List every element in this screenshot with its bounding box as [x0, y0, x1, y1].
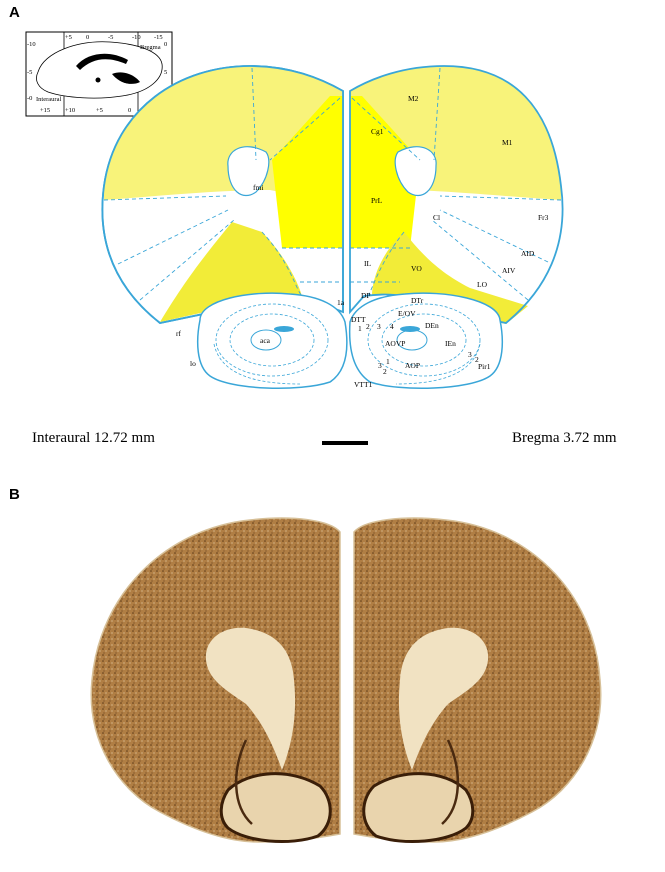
inset-top-tick-3: -10	[132, 34, 141, 41]
inset-interaural-label: Interaural	[36, 96, 61, 103]
layer-number-6: 2	[383, 367, 387, 376]
layer-number-5: 1	[386, 357, 390, 366]
label-fmi: fmi	[253, 183, 263, 192]
label-AIV: AIV	[502, 266, 516, 275]
layer-number-9: 2	[475, 355, 479, 364]
label-VO: VO	[411, 264, 422, 273]
inset-dot	[96, 78, 101, 83]
layer-number-7: 3	[378, 361, 382, 370]
caption-interaural: Interaural 12.72 mm	[32, 430, 155, 447]
atlas-section: M2 M1 Cg1 PrL fmi Cl Fr3 AID AIV IL VO L…	[102, 66, 562, 389]
inset-bottom-tick-2: +5	[96, 107, 103, 114]
label-aca: aca	[260, 336, 271, 345]
label-lo: lo	[190, 359, 196, 368]
inset-right-tick-1: 5	[164, 69, 167, 76]
label-PrL: PrL	[371, 196, 383, 205]
label-M2: M2	[408, 94, 419, 103]
inset-left-tick-2: -0	[27, 95, 32, 102]
label-Cl: Cl	[433, 213, 440, 222]
label-VTT1: VTT1	[354, 380, 373, 389]
layer-number-3: 3	[377, 322, 381, 331]
left-aca-blue	[274, 326, 294, 332]
layer-number-4: 4	[390, 322, 394, 331]
label-DP: DP	[361, 291, 371, 300]
inset-top-tick-1: 0	[86, 34, 89, 41]
right-aca-blue	[400, 326, 420, 332]
label-AID: AID	[521, 249, 535, 258]
label-IEn: IEn	[445, 339, 456, 348]
label-Fr3: Fr3	[538, 213, 549, 222]
label-Pir1: Pir1	[478, 362, 491, 371]
inset-right-tick-0: 0	[164, 41, 167, 48]
label-M1: M1	[502, 138, 513, 147]
inset-left-tick-1: -5	[27, 69, 32, 76]
label-DEn: DEn	[425, 321, 439, 330]
inset-top-tick-4: -15	[154, 34, 163, 41]
label-rf: rf	[176, 329, 181, 338]
layer-number-10: 1a	[337, 298, 345, 307]
label-IL: IL	[364, 259, 371, 268]
inset-bottom-tick-1: +10	[65, 107, 75, 114]
label-AOVP: AOVP	[385, 339, 405, 348]
inset-bregma-label: Bregma	[140, 44, 161, 51]
layer-number-8: 3	[468, 350, 472, 359]
inset-bottom-tick-0: +15	[40, 107, 50, 114]
inset-top-tick-2: -5	[108, 34, 113, 41]
inset-left-tick-0: -10	[27, 41, 36, 48]
left-olfactory-tissue	[221, 774, 330, 842]
right-olfactory-tissue	[364, 774, 473, 842]
label-LO: LO	[477, 280, 488, 289]
label-E-OV: E/OV	[398, 309, 416, 318]
label-Cg1: Cg1	[371, 127, 384, 136]
inset-bottom-tick-3: 0	[128, 107, 131, 114]
right-hemisphere	[350, 66, 563, 324]
label-DTT: DTT	[351, 315, 366, 324]
label-DTr: DTr	[411, 296, 424, 305]
layer-number-1: 1	[358, 324, 362, 333]
inset-top-tick-0: +5	[65, 34, 72, 41]
label-AOP: AOP	[405, 361, 420, 370]
scale-bar	[322, 441, 368, 445]
histology-section	[91, 518, 600, 842]
layer-number-2: 2	[366, 322, 370, 331]
caption-bregma: Bregma 3.72 mm	[512, 430, 617, 447]
